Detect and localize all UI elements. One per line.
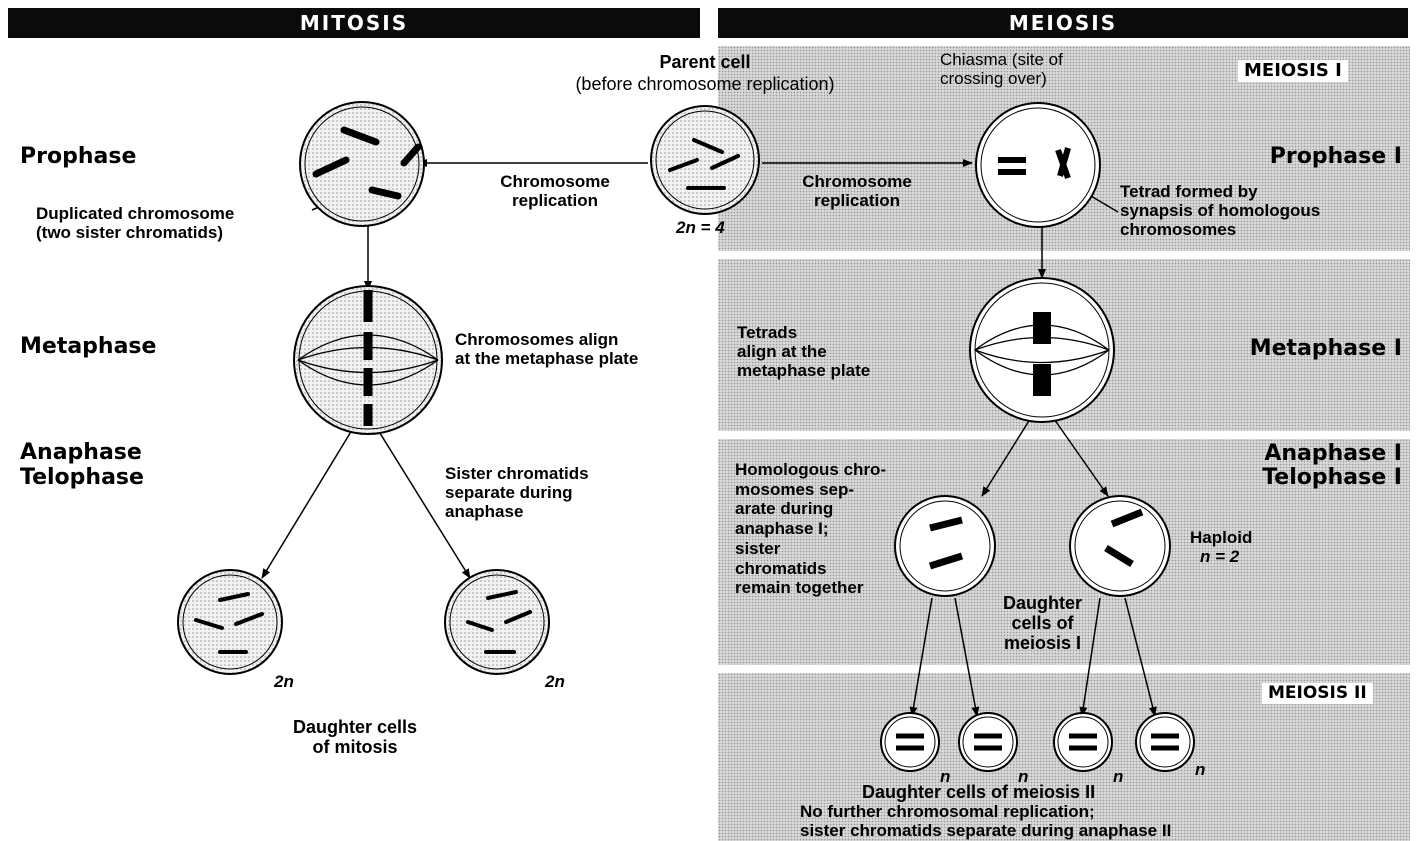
- meiosis-metaphase-label: Metaphase I: [1249, 336, 1402, 361]
- sister-line1: Sister chromatids: [445, 464, 589, 483]
- tetrad-line2: synapsis of homologous: [1120, 201, 1321, 221]
- mitosis-daughters-line1: Daughter cells: [292, 717, 418, 737]
- mitosis-metaphase-label: Metaphase: [20, 334, 157, 359]
- chiasma-label: Chiasma (site of crossing over): [940, 50, 1063, 88]
- daughters1-line2: cells of: [1011, 613, 1074, 634]
- meiosis-ii-n-3: n: [1113, 767, 1124, 786]
- arrow-d1-left-b: [954, 597, 980, 717]
- chiasma-line1: Chiasma (site of: [940, 50, 1063, 69]
- mitosis-replication-line2: replication: [512, 191, 598, 211]
- homologous-line7: remain together: [735, 578, 864, 598]
- parent-cell-title: Parent cell: [659, 52, 751, 72]
- homologous-line5: sister: [735, 538, 781, 558]
- parent-ploidy: 2n = 4: [676, 218, 725, 237]
- mitosis-ploidy-right: 2n: [545, 672, 565, 691]
- mitosis-prophase-cell: [299, 101, 425, 227]
- tetrads-align-line2: align at the: [737, 342, 827, 362]
- homologous-line6: chromatids: [735, 558, 827, 578]
- sister-chromatids-label: Sister chromatids separate during anapha…: [445, 464, 589, 521]
- arrow-mito-meta-left: [261, 429, 353, 579]
- mitosis-anaphase-label: Anaphase: [20, 440, 142, 465]
- tetrad-label: Tetrad formed by synapsis of homologous …: [1120, 182, 1320, 239]
- meiosis-i-daughter-cell-right: [1069, 495, 1171, 597]
- meiosis-ii-daughter-label: Daughter cells of meiosis II: [862, 782, 1096, 802]
- arrow-d1-right-b: [1124, 597, 1157, 717]
- meiosis-replication-label: Chromosome replication: [772, 172, 942, 210]
- meiosis-replication-line1: Chromosome: [802, 172, 912, 191]
- mitosis-replication-line1: Chromosome: [500, 172, 610, 191]
- mitosis-metaphase-cell: [293, 285, 443, 435]
- haploid-line1: Haploid: [1190, 528, 1253, 547]
- meiosis-ii-cell-1: [880, 712, 940, 772]
- meiosis-ii-n-2: n: [1018, 767, 1029, 786]
- arrow-meio-meta-right: [1051, 415, 1109, 497]
- mitosis-replication-label: Chromosome replication: [470, 172, 640, 210]
- mitosis-daughter-cell-right: [444, 569, 550, 675]
- homologous-line4: anaphase I;: [735, 519, 829, 539]
- haploid-label: Haploid n = 2: [1190, 528, 1252, 566]
- tetrads-align-line1: Tetrads: [737, 323, 798, 342]
- daughters1-line3: meiosis I: [1003, 633, 1082, 654]
- arrow-mito-meta-right: [377, 429, 471, 579]
- homologous-line3: arate during: [735, 499, 834, 519]
- homologous-label: Homologous chro- mosomes sep- arate duri…: [735, 460, 886, 598]
- tetrad-line1: Tetrad formed by: [1120, 182, 1258, 201]
- align-line1: Chromosomes align: [455, 330, 619, 349]
- arrow-d1-right-a: [1079, 597, 1101, 717]
- mitosis-daughter-cells-label: Daughter cells of mitosis: [240, 717, 470, 757]
- mitosis-daughter-cell-left: [177, 569, 283, 675]
- arrow-d1-left-a: [909, 597, 933, 717]
- meiosis-i-daughter-label: Daughter cells of meiosis I: [975, 593, 1110, 653]
- meiosis-header: MEIOSIS: [718, 8, 1408, 38]
- meiosis-prophase-label: Prophase I: [1269, 144, 1402, 169]
- tetrads-align-label: Tetrads align at the metaphase plate: [737, 323, 870, 380]
- meiosis-ii-label: MEIOSIS II: [1262, 683, 1373, 705]
- chromosomes-align-label: Chromosomes align at the metaphase plate: [455, 330, 638, 368]
- no-further-replication-label: No further chromosomal replication; sist…: [800, 802, 1172, 840]
- sister-line2: separate during: [445, 483, 573, 503]
- tetrad-line3: chromosomes: [1120, 220, 1237, 240]
- daughters1-line1: Daughter: [1002, 593, 1082, 613]
- sister-line3: anaphase: [445, 502, 524, 522]
- meiosis-replication-line2: replication: [814, 191, 900, 211]
- homologous-line2: mosomes sep-: [735, 479, 855, 499]
- meiosis-metaphase-cell: [969, 277, 1115, 423]
- mitosis-telophase-label: Telophase: [20, 465, 144, 490]
- parent-cell: [650, 105, 760, 215]
- mitosis-header: MITOSIS: [8, 8, 700, 38]
- meiosis-ii-n-1: n: [940, 767, 951, 786]
- meiosis-i-label: MEIOSIS I: [1238, 60, 1348, 83]
- no-further-line1: No further chromosomal replication;: [800, 802, 1095, 821]
- meiosis-telophase-label: Telophase I: [1262, 465, 1402, 490]
- parent-cell-subtitle: (before chromosome replication): [575, 74, 835, 94]
- meiosis-anaphase-label: Anaphase I: [1264, 441, 1402, 466]
- meiosis-ii-cell-2: [958, 712, 1018, 772]
- duplicated-line1: Duplicated chromosome: [36, 204, 235, 223]
- duplicated-line2: (two sister chromatids): [36, 223, 224, 243]
- mitosis-daughters-line2: of mitosis: [312, 737, 398, 758]
- meiosis-ii-n-4: n: [1195, 760, 1206, 779]
- align-line2: at the metaphase plate: [455, 349, 639, 369]
- haploid-line2: n = 2: [1200, 547, 1240, 567]
- meiosis-i-daughter-cell-left: [894, 495, 996, 597]
- mitosis-prophase-label: Prophase: [20, 144, 137, 169]
- meiosis-ii-cell-3: [1053, 712, 1113, 772]
- mitosis-ploidy-left: 2n: [274, 672, 294, 691]
- meiosis-anaphase-panel: [718, 439, 1410, 665]
- tetrads-align-line3: metaphase plate: [737, 361, 871, 381]
- meiosis-ii-cell-4: [1135, 712, 1195, 772]
- meiosis-prophase-cell: [975, 102, 1101, 228]
- homologous-line1: Homologous chro-: [735, 460, 887, 479]
- no-further-line2: sister chromatids separate during anapha…: [800, 820, 1172, 840]
- chiasma-line2: crossing over): [940, 69, 1047, 89]
- arrow-meio-meta-left: [981, 415, 1033, 497]
- duplicated-chromosome-label: Duplicated chromosome (two sister chroma…: [36, 204, 234, 242]
